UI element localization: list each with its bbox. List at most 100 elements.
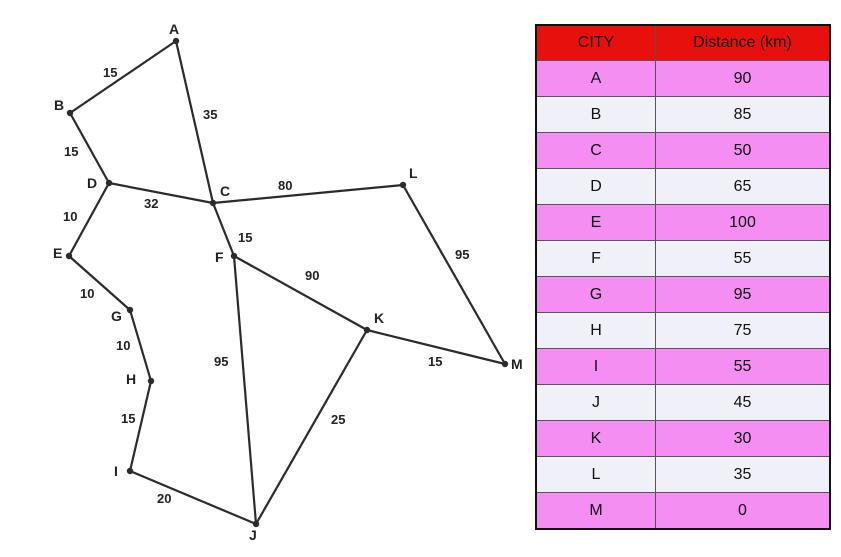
distance-cell: 50: [655, 132, 831, 169]
node-label-h: H: [126, 371, 136, 387]
node-label-k: K: [374, 310, 384, 326]
distance-cell: 0: [655, 492, 831, 530]
edge-weight-a-b: 15: [103, 65, 117, 80]
city-cell: G: [535, 276, 656, 313]
city-cell: D: [535, 168, 656, 205]
node-f: [230, 252, 238, 260]
node-label-c: C: [220, 183, 230, 199]
edge-h-i: [128, 379, 153, 473]
column-header-city: CITY: [535, 24, 656, 61]
edge-g-h: [128, 308, 153, 383]
city-cell: B: [535, 96, 656, 133]
edge-l-m: [401, 183, 507, 366]
node-d: [105, 179, 113, 187]
edge-b-d: [68, 111, 111, 185]
edge-weight-d-e: 10: [63, 209, 77, 224]
node-label-i: I: [114, 463, 118, 479]
edge-weight-a-c: 35: [203, 107, 217, 122]
edge-k-m: [365, 328, 507, 366]
edge-i-j: [128, 469, 258, 526]
edge-c-f: [211, 201, 236, 258]
edge-weight-e-g: 10: [80, 286, 94, 301]
edge-weight-k-j: 25: [331, 412, 345, 427]
column-header-distance: Distance (km): [655, 24, 831, 61]
edge-f-j: [232, 254, 258, 526]
node-l: [399, 181, 407, 189]
edge-a-c: [174, 39, 215, 205]
edge-weight-d-c: 32: [144, 196, 158, 211]
node-label-g: G: [111, 308, 122, 324]
table-header-row: CITY Distance (km): [535, 24, 831, 61]
node-b: [66, 109, 74, 117]
city-cell: J: [535, 384, 656, 421]
node-e: [65, 252, 73, 260]
distance-cell: 85: [655, 96, 831, 133]
distance-cell: 55: [655, 240, 831, 277]
edge-weight-h-i: 15: [121, 411, 135, 426]
city-cell: K: [535, 420, 656, 457]
city-cell: E: [535, 204, 656, 241]
node-c: [209, 199, 217, 207]
node-label-j: J: [249, 527, 257, 543]
city-cell: I: [535, 348, 656, 385]
edge-c-l: [211, 183, 405, 205]
edge-weight-g-h: 10: [116, 338, 130, 353]
distance-cell: 90: [655, 60, 831, 97]
edge-weight-k-m: 15: [428, 354, 442, 369]
edge-d-e: [67, 181, 111, 258]
edge-e-g: [67, 254, 132, 312]
node-j: [252, 520, 260, 528]
city-cell: A: [535, 60, 656, 97]
node-k: [363, 326, 371, 334]
distance-cell: 55: [655, 348, 831, 385]
node-label-m: M: [511, 356, 523, 372]
node-label-d: D: [87, 175, 97, 191]
edge-weight-l-m: 95: [455, 247, 469, 262]
edge-k-j: [254, 328, 369, 526]
graph-edge-labels: 15 35 15 32 10 80 15 10 10 15 20 95 90 25 15 95: [63, 65, 469, 506]
edge-weight-f-k: 90: [305, 268, 319, 283]
node-h: [147, 377, 155, 385]
city-cell: M: [535, 492, 656, 530]
edge-f-k: [232, 254, 369, 332]
node-g: [126, 306, 134, 314]
node-label-e: E: [53, 245, 62, 261]
distance-cell: 30: [655, 420, 831, 457]
edge-weight-i-j: 20: [157, 491, 171, 506]
city-cell: L: [535, 456, 656, 493]
distance-cell: 75: [655, 312, 831, 349]
edge-weight-f-j: 95: [214, 354, 228, 369]
edge-a-b: [68, 39, 178, 115]
node-a: [172, 37, 180, 45]
node-label-f: F: [215, 249, 224, 265]
graph-edges: [67, 39, 507, 526]
node-i: [126, 467, 134, 475]
edge-weight-b-d: 15: [64, 144, 78, 159]
distance-cell: 45: [655, 384, 831, 421]
node-label-l: L: [409, 165, 418, 181]
edge-weight-c-f: 15: [238, 230, 252, 245]
node-label-a: A: [169, 21, 179, 37]
edge-d-c: [107, 181, 215, 205]
node-m: [501, 360, 509, 368]
distance-cell: 100: [655, 204, 831, 241]
edge-weight-c-l: 80: [278, 178, 292, 193]
city-cell: C: [535, 132, 656, 169]
distance-cell: 65: [655, 168, 831, 205]
